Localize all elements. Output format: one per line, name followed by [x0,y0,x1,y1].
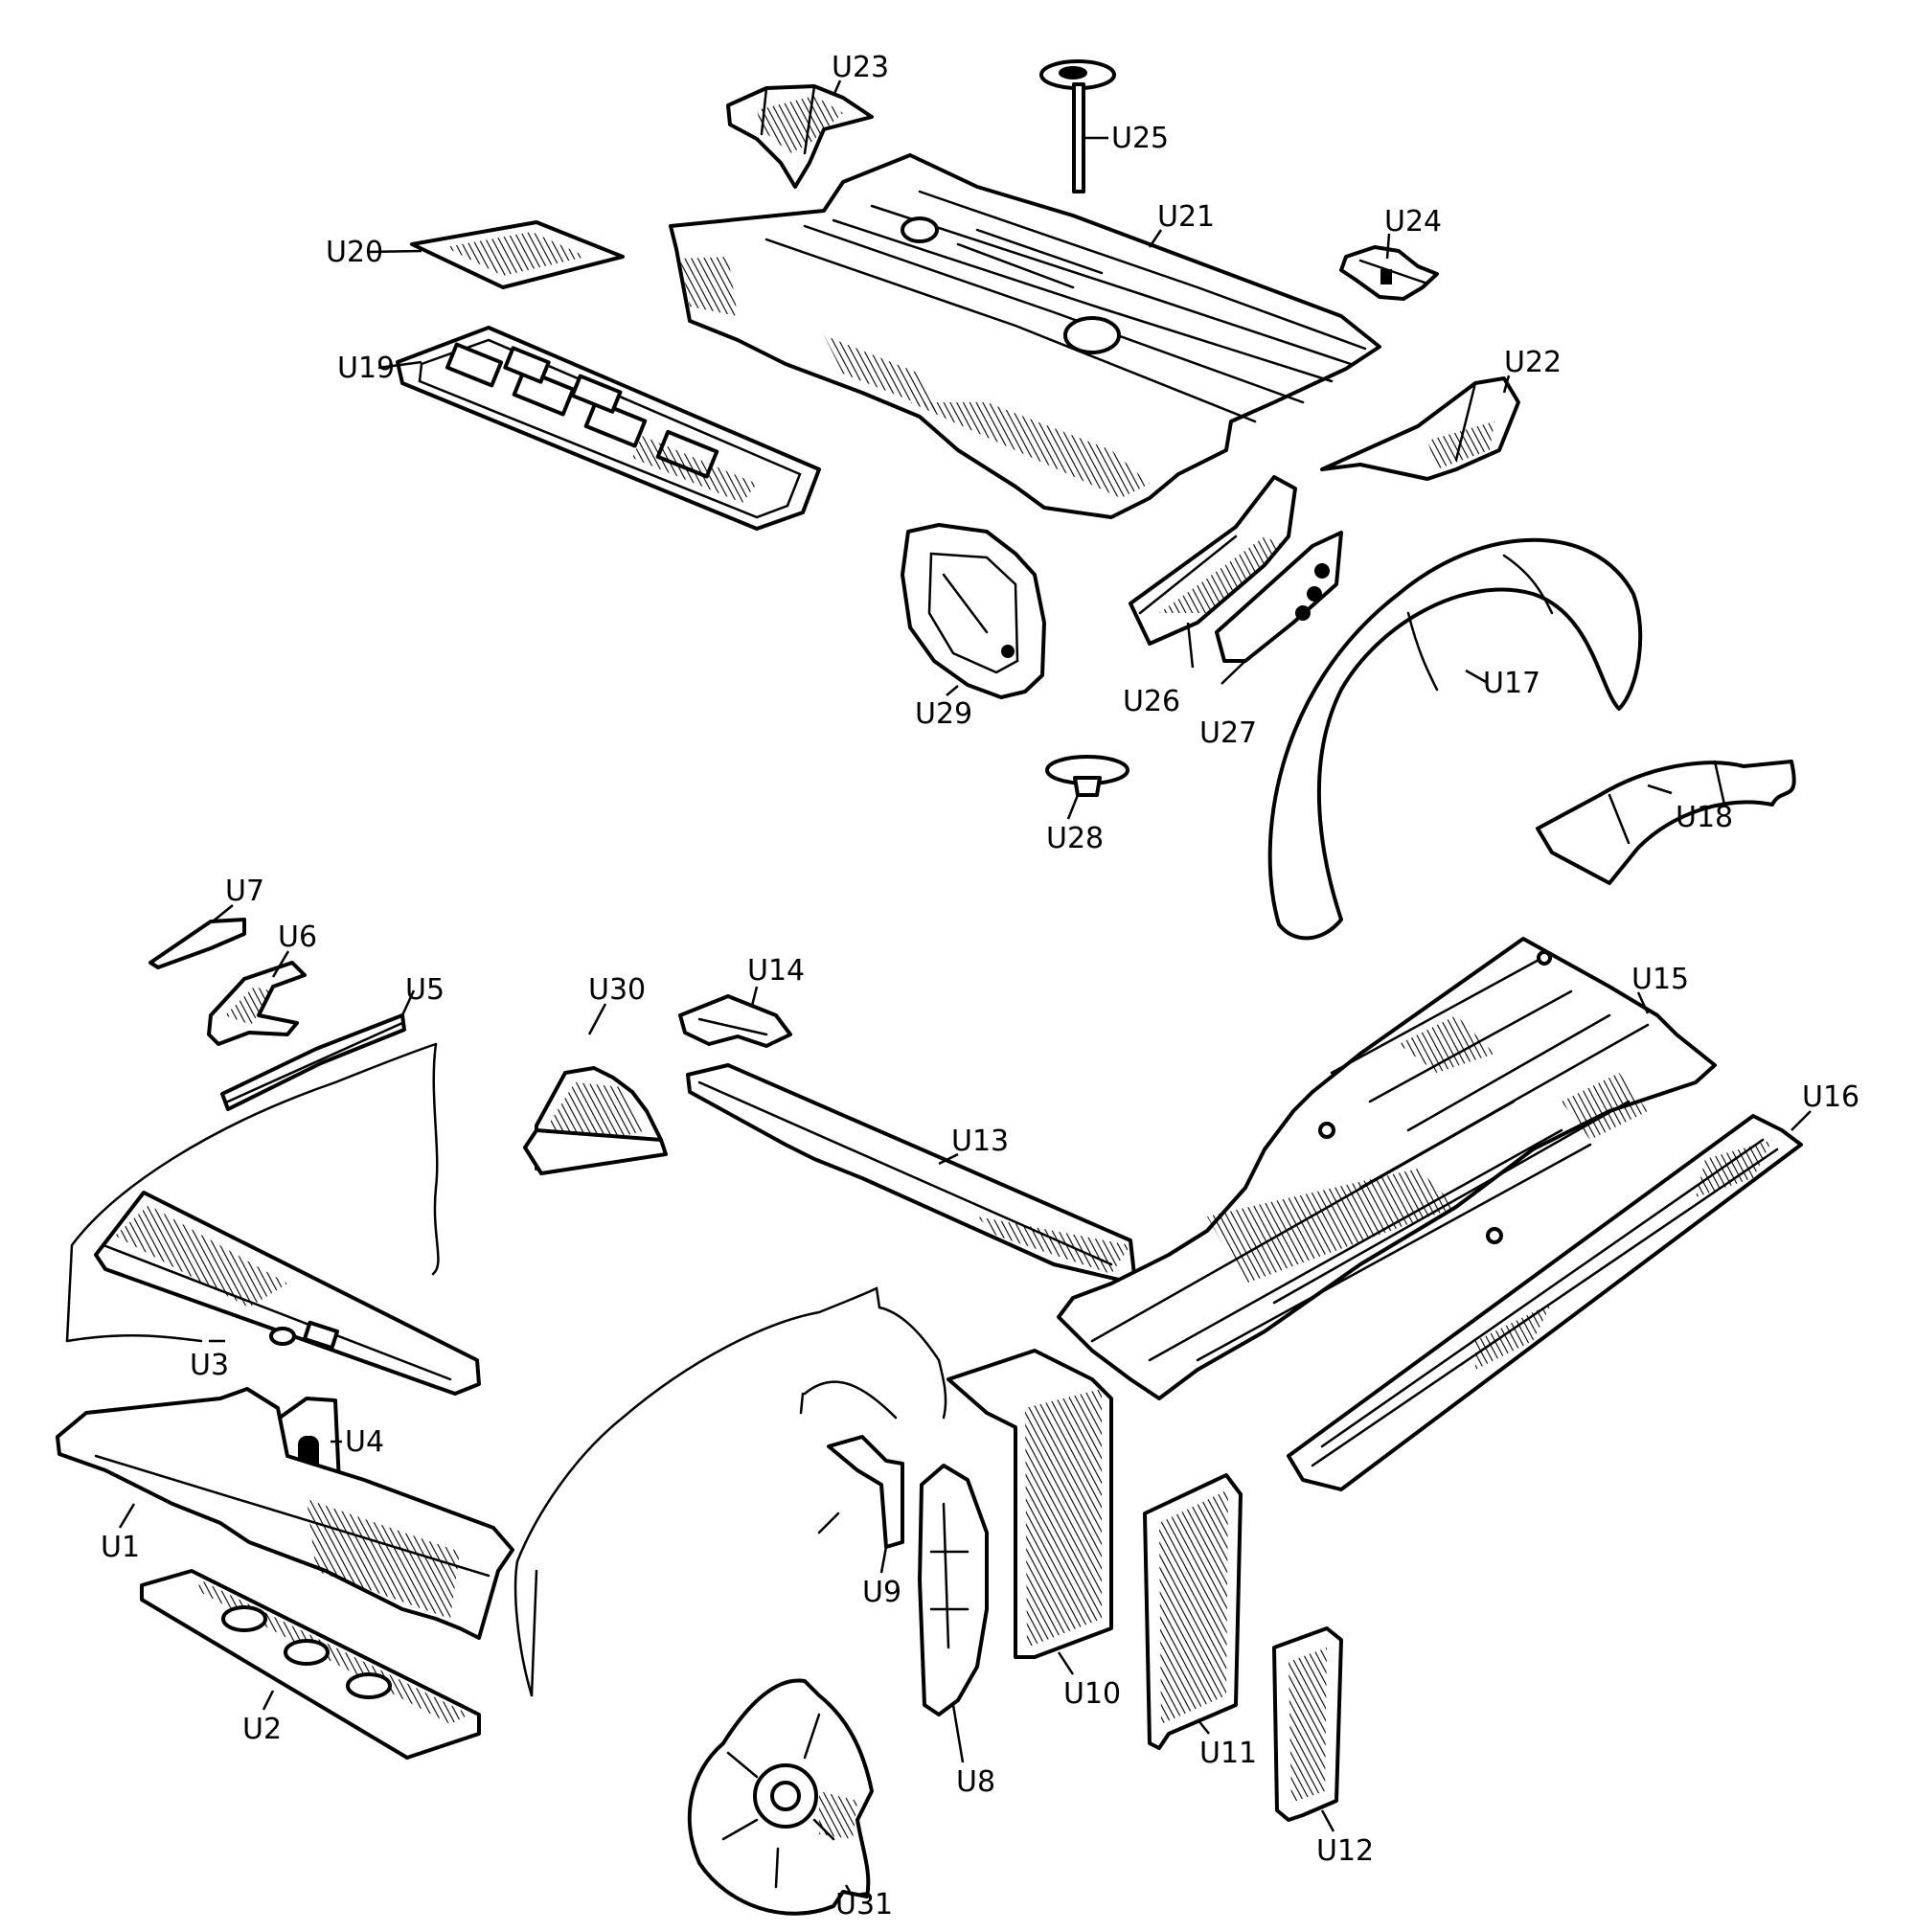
part-u13 [686,1063,1137,1285]
part-u1 [56,1387,514,1640]
part-u8 [918,1464,989,1716]
part-u19 [396,326,821,531]
label-u26: U26 [1123,685,1180,718]
label-u7: U7 [225,875,264,908]
part-u23 [726,84,874,189]
part-u26-u27 [1129,475,1343,663]
part-labels: U23 U25 U21 U24 U22 U20 U19 U26 U27 U17 … [101,51,1859,1921]
part-u16 [1287,1114,1803,1491]
part-u2 [140,1569,481,1760]
label-u31: U31 [835,1888,893,1921]
part-u10 [947,1349,1113,1659]
part-u17 [1267,537,1643,941]
part-u15 [1057,937,1717,1400]
label-u22: U22 [1504,346,1562,379]
part-u30 [523,1066,668,1175]
label-u4: U4 [345,1425,384,1459]
part-u3 [65,1042,481,1396]
label-u6: U6 [278,921,317,954]
part-u25 [1039,59,1116,193]
label-u27: U27 [1199,716,1257,750]
label-u24: U24 [1384,205,1442,239]
part-u20 [410,220,625,289]
label-u15: U15 [1631,963,1689,996]
label-u25: U25 [1111,122,1169,155]
front-wing-outline [513,1286,947,1697]
label-u30: U30 [588,973,646,1007]
part-u6 [207,961,307,1046]
label-u19: U19 [337,352,395,385]
label-u23: U23 [832,51,889,84]
label-u28: U28 [1046,822,1104,855]
label-u5: U5 [405,973,445,1007]
label-u14: U14 [747,954,805,988]
label-u1: U1 [101,1531,140,1564]
part-u21 [669,153,1381,519]
label-u20: U20 [326,236,383,269]
part-u14 [678,994,792,1048]
part-u18 [1536,760,1796,885]
label-u18: U18 [1676,801,1733,834]
label-u3: U3 [190,1349,229,1382]
part-u24 [1339,245,1439,301]
part-u11 [1143,1473,1243,1750]
part-u7 [148,918,246,969]
label-u10: U10 [1063,1677,1121,1711]
label-u8: U8 [956,1765,995,1799]
label-u2: U2 [242,1713,282,1746]
label-u11: U11 [1199,1737,1257,1770]
part-u5 [220,1013,406,1111]
part-u28 [1045,755,1129,797]
label-u12: U12 [1316,1834,1374,1868]
part-u31 [687,1678,874,1916]
label-u21: U21 [1157,200,1215,234]
label-u17: U17 [1483,667,1540,700]
label-u13: U13 [951,1125,1009,1158]
label-u9: U9 [862,1576,901,1609]
part-u9 [827,1435,904,1549]
part-u29 [901,523,1046,699]
label-u16: U16 [1802,1080,1859,1114]
part-u12 [1272,1626,1343,1822]
part-u22 [1320,376,1520,481]
label-u29: U29 [915,697,972,731]
leader-lines [118,80,1812,1898]
